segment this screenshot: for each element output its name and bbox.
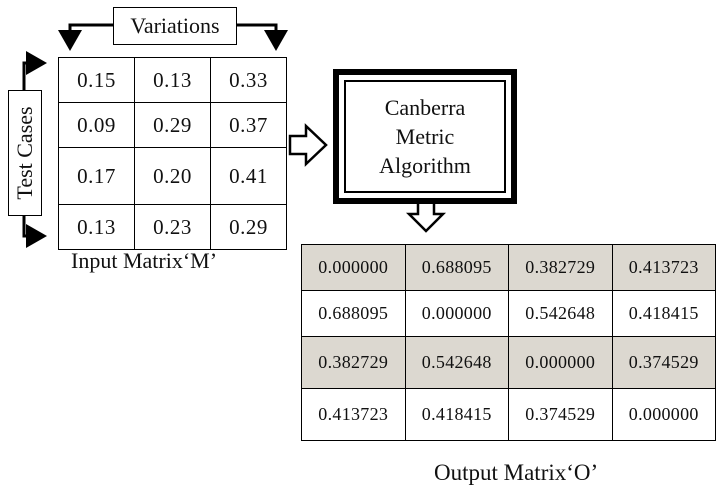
output-matrix-cell: 0.000000 xyxy=(508,336,613,389)
input-matrix: 0.15 0.13 0.33 0.09 0.29 0.37 0.17 0.20 … xyxy=(58,57,287,250)
right-arrow-icon xyxy=(288,123,328,167)
test-cases-label: Test Cases xyxy=(8,90,42,216)
variations-label: Variations xyxy=(113,7,237,45)
output-matrix-cell: 0.374529 xyxy=(611,336,716,389)
output-matrix-cell: 0.374529 xyxy=(508,388,613,441)
input-matrix-caption: Input Matrix‘M’ xyxy=(71,248,218,273)
input-matrix-cell: 0.37 xyxy=(210,102,287,148)
input-matrix-cell: 0.13 xyxy=(134,57,211,103)
output-matrix-row: 0.413723 0.418415 0.374529 0.000000 xyxy=(301,388,716,441)
input-matrix-cell: 0.23 xyxy=(134,204,211,250)
output-matrix-cell: 0.000000 xyxy=(301,244,406,291)
output-matrix-cell: 0.382729 xyxy=(508,244,613,291)
output-matrix-cell: 0.688095 xyxy=(404,244,509,291)
output-matrix-cell: 0.418415 xyxy=(611,290,716,337)
output-matrix-cell: 0.382729 xyxy=(301,336,406,389)
test-cases-text: Test Cases xyxy=(12,106,37,200)
algorithm-inner-frame: Canberra Metric Algorithm xyxy=(344,80,506,193)
test-cases-bracket-arrows xyxy=(22,51,47,248)
output-matrix-cell: 0.413723 xyxy=(301,388,406,441)
down-arrow-icon xyxy=(405,200,447,233)
input-matrix-cell: 0.29 xyxy=(134,102,211,148)
input-matrix-cell: 0.41 xyxy=(210,147,287,205)
output-matrix-cell: 0.542648 xyxy=(508,290,613,337)
input-matrix-cell: 0.13 xyxy=(58,204,135,250)
output-matrix-cell: 0.413723 xyxy=(611,244,716,291)
output-matrix-caption: Output Matrix‘O’ xyxy=(434,460,599,485)
output-matrix-row: 0.688095 0.000000 0.542648 0.418415 xyxy=(301,290,716,337)
output-matrix-cell: 0.000000 xyxy=(404,290,509,337)
algorithm-line: Metric xyxy=(395,124,455,149)
input-matrix-cell: 0.15 xyxy=(58,57,135,103)
input-matrix-cell: 0.09 xyxy=(58,102,135,148)
input-matrix-row: 0.15 0.13 0.33 xyxy=(58,57,287,103)
input-matrix-row: 0.17 0.20 0.41 xyxy=(58,147,287,205)
input-matrix-cell: 0.29 xyxy=(210,204,287,250)
input-matrix-cell: 0.20 xyxy=(134,147,211,205)
output-matrix-cell: 0.000000 xyxy=(611,388,716,441)
output-matrix: 0.000000 0.688095 0.382729 0.413723 0.68… xyxy=(301,244,716,441)
input-matrix-row: 0.13 0.23 0.29 xyxy=(58,204,287,250)
output-matrix-cell: 0.418415 xyxy=(404,388,509,441)
variations-bracket-arrows xyxy=(58,23,288,51)
input-matrix-row: 0.09 0.29 0.37 xyxy=(58,102,287,148)
output-matrix-row: 0.382729 0.542648 0.000000 0.374529 xyxy=(301,336,716,389)
output-matrix-row: 0.000000 0.688095 0.382729 0.413723 xyxy=(301,244,716,291)
algorithm-line: Algorithm xyxy=(379,153,471,178)
input-matrix-cell: 0.17 xyxy=(58,147,135,205)
output-matrix-cell: 0.688095 xyxy=(301,290,406,337)
input-matrix-cell: 0.33 xyxy=(210,57,287,103)
algorithm-line: Canberra xyxy=(384,95,466,120)
output-matrix-cell: 0.542648 xyxy=(404,336,509,389)
algorithm-box: Canberra Metric Algorithm xyxy=(333,69,517,204)
